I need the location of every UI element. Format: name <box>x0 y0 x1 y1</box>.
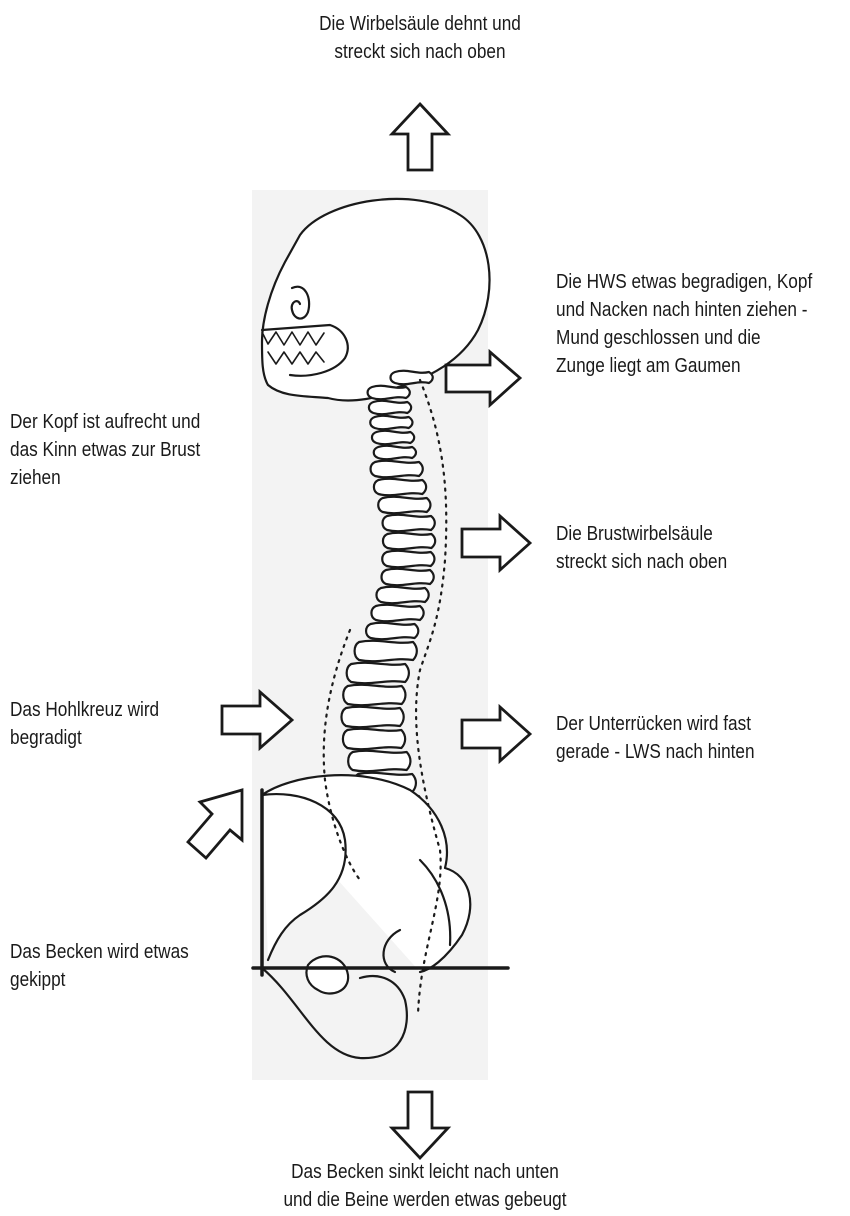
label-bottom-line: und die Beine werden etwas gebeugt <box>227 1186 623 1214</box>
label-top-line: streckt sich nach oben <box>265 38 575 66</box>
vertebra <box>376 587 428 604</box>
vertebra <box>366 623 418 640</box>
vertebra <box>371 461 423 478</box>
label-bottom: Das Becken sinkt leicht nach unten und d… <box>227 1158 623 1214</box>
vertebra <box>347 663 409 684</box>
vertebra <box>371 605 423 622</box>
label-bws-line: streckt sich nach oben <box>556 548 727 576</box>
label-hohlkreuz: Das Hohlkreuz wird begradigt <box>10 696 159 752</box>
label-hws-line: Die HWS etwas begradigen, Kopf <box>556 268 812 296</box>
vertebra <box>343 685 405 706</box>
label-bws: Die Brustwirbelsäule streckt sich nach o… <box>556 520 727 576</box>
vertebra <box>341 707 403 728</box>
label-becken-kippt-line: gekippt <box>10 966 189 994</box>
label-kopf: Der Kopf ist aufrecht und das Kinn etwas… <box>10 408 200 492</box>
label-top: Die Wirbelsäule dehnt und streckt sich n… <box>265 10 575 66</box>
label-hws-line: Mund geschlossen und die <box>556 324 812 352</box>
label-unterruecken-line: Der Unterrücken wird fast <box>556 710 755 738</box>
label-hws: Die HWS etwas begradigen, Kopf und Nacke… <box>556 268 812 380</box>
label-kopf-line: das Kinn etwas zur Brust <box>10 436 200 464</box>
vertebra <box>369 401 411 415</box>
arrow-down-icon <box>392 1092 448 1158</box>
vertebra <box>391 371 433 385</box>
vertebra <box>382 551 434 568</box>
vertebra <box>343 729 405 750</box>
label-becken-kippt: Das Becken wird etwas gekippt <box>10 938 189 994</box>
label-kopf-line: ziehen <box>10 464 200 492</box>
vertebra <box>383 515 435 532</box>
vertebra <box>378 497 430 514</box>
label-hws-line: und Nacken nach hinten ziehen - <box>556 296 812 324</box>
vertebra <box>383 533 435 550</box>
label-kopf-line: Der Kopf ist aufrecht und <box>10 408 200 436</box>
label-unterruecken-line: gerade - LWS nach hinten <box>556 738 755 766</box>
vertebra <box>370 416 412 430</box>
label-hohlkreuz-line: begradigt <box>10 724 159 752</box>
vertebra <box>374 479 426 496</box>
label-top-line: Die Wirbelsäule dehnt und <box>265 10 575 38</box>
arrow-diagonal-icon <box>188 790 242 858</box>
vertebra <box>348 751 410 772</box>
vertebra <box>372 431 414 445</box>
vertebra <box>355 641 417 662</box>
label-hws-line: Zunge liegt am Gaumen <box>556 352 812 380</box>
vertebra <box>368 386 410 400</box>
vertebra <box>374 446 416 460</box>
vertebra <box>382 569 434 586</box>
arrow-up-icon <box>392 104 448 170</box>
label-hohlkreuz-line: Das Hohlkreuz wird <box>10 696 159 724</box>
label-unterruecken: Der Unterrücken wird fast gerade - LWS n… <box>556 710 755 766</box>
label-bottom-line: Das Becken sinkt leicht nach unten <box>227 1158 623 1186</box>
label-becken-kippt-line: Das Becken wird etwas <box>10 938 189 966</box>
label-bws-line: Die Brustwirbelsäule <box>556 520 727 548</box>
